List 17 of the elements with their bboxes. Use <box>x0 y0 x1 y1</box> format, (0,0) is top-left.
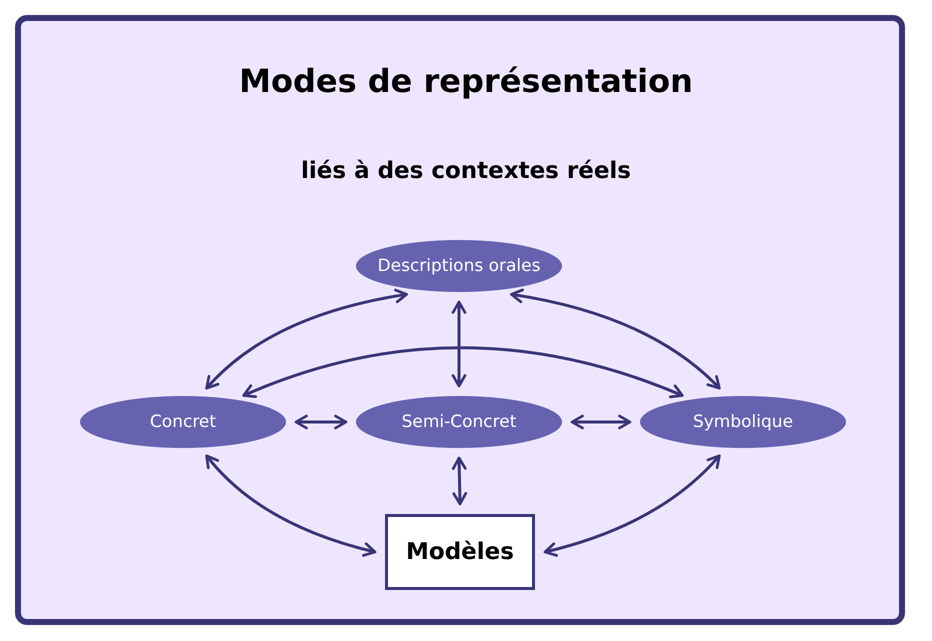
subtitle: liés à des contextes réels <box>300 158 632 184</box>
double-arrow <box>242 346 684 399</box>
node-label: Modèles <box>406 539 514 565</box>
double-arrow <box>510 288 721 390</box>
node-label: Semi-Concret <box>402 412 516 432</box>
model-box <box>385 514 535 590</box>
double-arrow <box>544 454 721 557</box>
double-arrow <box>570 414 632 430</box>
node-label: Descriptions orales <box>378 256 540 276</box>
double-arrow <box>452 300 466 388</box>
node-label: Symbolique <box>692 412 794 432</box>
double-arrow <box>205 288 408 390</box>
title: Modes de représentation <box>238 62 694 100</box>
node-label: Concret <box>150 412 216 432</box>
double-arrow <box>452 456 468 506</box>
double-arrow <box>205 454 376 557</box>
double-arrow <box>294 414 348 430</box>
